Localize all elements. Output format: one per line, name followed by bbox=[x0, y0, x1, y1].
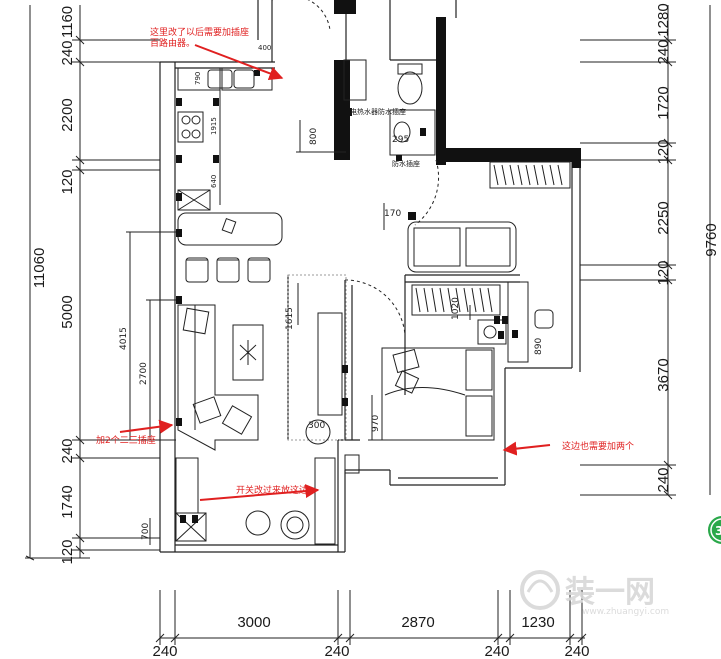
dim-right-1720: 1720 bbox=[655, 86, 672, 119]
dim-left-120b: 120 bbox=[59, 539, 76, 564]
dim-400: 400 bbox=[258, 44, 271, 52]
northeast-room bbox=[383, 161, 571, 273]
outlets-kitchen bbox=[176, 70, 260, 237]
bath-label-water-heater: 电热水器防水插座 bbox=[350, 107, 406, 116]
dim-170: 170 bbox=[384, 209, 401, 219]
note-sofa-sockets: 加2个二三插座 bbox=[96, 434, 156, 446]
dim-right-2250: 2250 bbox=[655, 201, 672, 234]
watermark-brand: 装一网 bbox=[565, 575, 655, 610]
dim-295: 295 bbox=[392, 135, 409, 145]
note-add-two: 这边也需要加两个 bbox=[562, 440, 634, 452]
outlets-bathroom bbox=[346, 108, 426, 161]
dim-right-120a: 120 bbox=[655, 139, 672, 164]
dim-left-1160: 1160 bbox=[59, 6, 76, 38]
dim-left-2200: 2200 bbox=[59, 98, 76, 131]
dim-bottom-1230: 1230 bbox=[521, 614, 554, 631]
bath-label-waterproof: 防水插座 bbox=[392, 159, 420, 168]
watermark-url: www.zhuangyi.com bbox=[582, 607, 669, 617]
kitchen bbox=[177, 0, 331, 283]
dim-right-3670: 3670 bbox=[655, 358, 672, 391]
dim-1020: 1020 bbox=[451, 297, 461, 320]
dim-left-240a: 240 bbox=[59, 40, 76, 65]
entry-area bbox=[149, 457, 310, 545]
dim-300: 300 bbox=[308, 421, 325, 431]
dim-bottom-3000: 3000 bbox=[237, 614, 270, 631]
dim-right-total: 9760 bbox=[703, 223, 720, 256]
dim-700: 700 bbox=[141, 523, 151, 540]
living-room bbox=[177, 274, 406, 545]
dim-right-1280: 1280 bbox=[655, 3, 672, 36]
dim-970: 970 bbox=[371, 415, 381, 432]
bedroom bbox=[368, 281, 554, 441]
dim-right-240a: 240 bbox=[655, 39, 672, 64]
solid-walls bbox=[334, 0, 581, 168]
note-router-socket-line2: 百路由器。 bbox=[150, 37, 195, 49]
dim-bottom-240b: 240 bbox=[324, 643, 349, 659]
dim-left-5000: 5000 bbox=[59, 295, 76, 328]
dim-left-total: 11060 bbox=[31, 248, 48, 289]
dim-bottom-2870: 2870 bbox=[401, 614, 434, 631]
dim-1915: 1915 bbox=[210, 117, 218, 135]
dim-left-240b: 240 bbox=[59, 438, 76, 463]
annotation-arrows bbox=[119, 44, 551, 501]
dim-left-1740: 1740 bbox=[59, 485, 76, 518]
right-dimension-chain bbox=[580, 5, 711, 500]
living-dim-lines bbox=[126, 231, 299, 441]
outlets-entry bbox=[180, 515, 198, 523]
note-router-socket-line1: 这里改了以后需要加插座 bbox=[150, 26, 249, 38]
outlets-living bbox=[176, 296, 348, 426]
dim-right-120b: 120 bbox=[655, 260, 672, 285]
side-badge[interactable]: 3 bbox=[708, 516, 721, 544]
dim-right-240b: 240 bbox=[655, 467, 672, 492]
bathroom bbox=[296, 63, 440, 226]
watermark: 装一网 www.zhuangyi.com bbox=[520, 570, 669, 617]
dim-640: 640 bbox=[210, 175, 218, 188]
left-dimension-chain bbox=[25, 5, 160, 561]
dim-left-120a: 120 bbox=[59, 169, 76, 194]
dim-2700: 2700 bbox=[139, 362, 149, 385]
dim-1615: 1615 bbox=[285, 307, 295, 330]
dim-bottom-240a: 240 bbox=[152, 643, 177, 659]
bottom-dimension-chain bbox=[155, 590, 587, 645]
bathroom-wall-box bbox=[343, 59, 367, 101]
outlets-bedroom bbox=[494, 316, 518, 339]
side-badge-label: 3 bbox=[715, 524, 721, 538]
dim-bottom-240d: 240 bbox=[564, 643, 589, 659]
walls bbox=[159, 0, 581, 553]
dim-bottom-240c: 240 bbox=[484, 643, 509, 659]
dim-790: 790 bbox=[194, 72, 202, 85]
outlets-northeast bbox=[408, 212, 416, 220]
dim-890: 890 bbox=[534, 338, 544, 355]
note-switch-move: 开关改过来放这边 bbox=[236, 484, 308, 496]
dim-800: 800 bbox=[309, 128, 319, 145]
dim-4015: 4015 bbox=[119, 327, 129, 350]
